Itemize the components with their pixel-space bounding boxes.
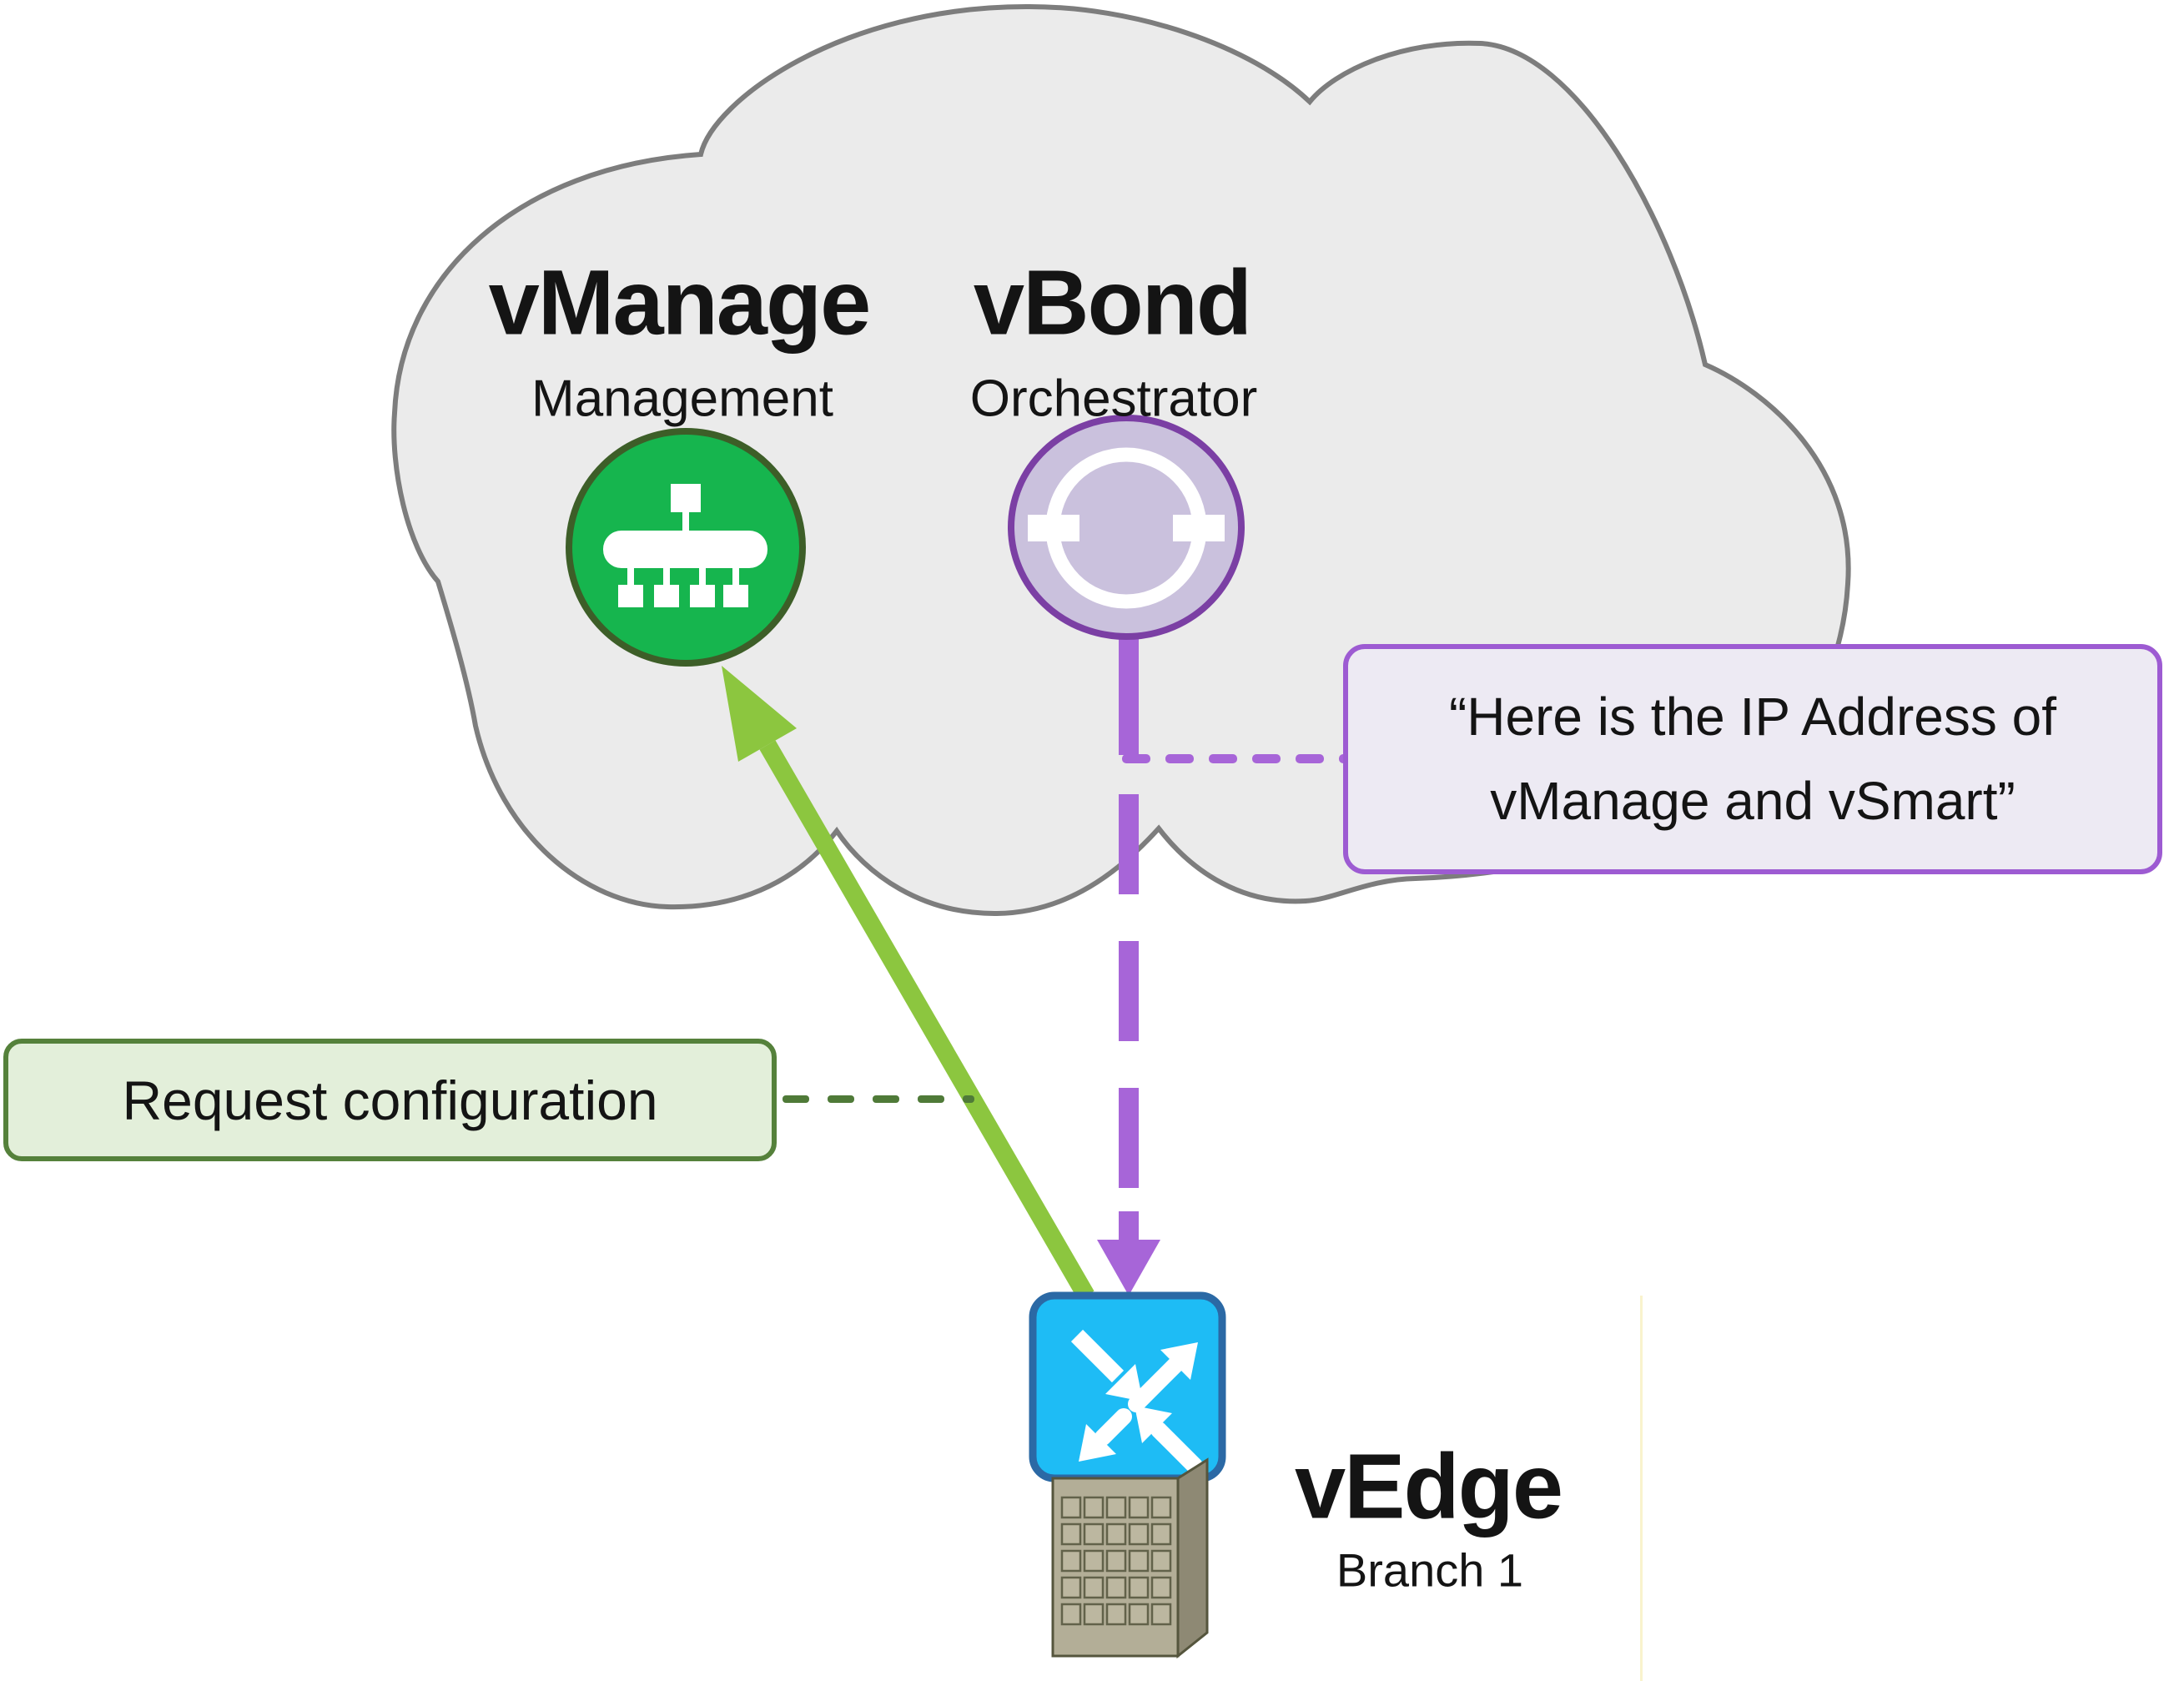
faint-divider-line xyxy=(1640,1296,1643,1681)
vbond-message-line2: vManage and vSmart” xyxy=(1490,771,2015,831)
request-config-callout-dashes xyxy=(783,1095,974,1103)
management-hub-icon xyxy=(603,484,767,607)
request-config-arrow-shaft xyxy=(759,740,1095,1301)
request-configuration-callout: Request configuration xyxy=(3,1039,777,1161)
ip-address-arrow xyxy=(1097,634,1160,1296)
vbond-message-callout: “Here is the IP Address of vManage and v… xyxy=(1343,644,2162,874)
router-arrows-icon xyxy=(1070,1329,1203,1474)
building-icon xyxy=(1051,1457,1209,1659)
vbond-message-line1: “Here is the IP Address of xyxy=(1448,686,2057,747)
request-config-arrowhead xyxy=(722,666,797,762)
vedge-title: vEdge xyxy=(1294,1435,1563,1538)
vedge-subtitle: Branch 1 xyxy=(1336,1543,1524,1597)
orchestrator-ring-icon xyxy=(1028,447,1225,609)
vmanage-subtitle: Management xyxy=(531,370,833,428)
vmanage-title: vManage xyxy=(488,251,872,355)
vbond-title: vBond xyxy=(973,251,1252,355)
vbond-subtitle: Orchestrator xyxy=(969,370,1258,428)
request-configuration-label: Request configuration xyxy=(122,1069,658,1131)
building-windows xyxy=(1060,1496,1172,1626)
